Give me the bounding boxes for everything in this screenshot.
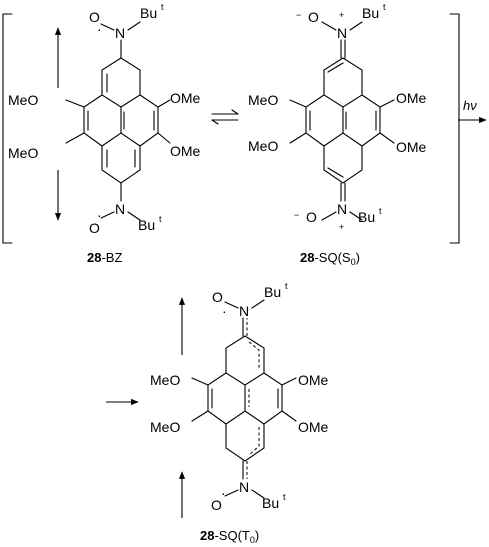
radical-dot: · [222, 303, 227, 319]
oxygen-label: O [89, 9, 100, 25]
butyl-label: Bu [264, 284, 281, 300]
caption-28-sq-t0: 28-SQ(T0) [200, 528, 259, 545]
methoxy-label: OMe [396, 139, 427, 155]
methoxy-label: MeO [248, 138, 278, 154]
quinoidal-skeleton [305, 57, 381, 184]
oxygen-label: O [89, 220, 100, 236]
nitrogen-label: N [239, 303, 249, 319]
methoxy-label: MeO [150, 419, 180, 435]
methoxy-label: OMe [170, 143, 201, 159]
methoxy-label: OMe [298, 372, 329, 388]
top-nitroxide: N O · Bu t [212, 281, 288, 319]
oxygen-label: O [308, 9, 319, 25]
molecule-28-bz: N O · Bu t N O · Bu t MeO MeO OMe OMe [8, 2, 201, 265]
negative-charge: − [294, 210, 299, 220]
left-bracket [2, 13, 13, 244]
tert-superscript: t [161, 2, 164, 12]
oxygen-label: O [212, 289, 223, 305]
bottom-nitrone: N + O − Bu t [294, 201, 382, 232]
positive-charge: + [339, 10, 344, 20]
butyl-label: Bu [262, 495, 279, 511]
radical-dot: · [221, 485, 226, 501]
equilibrium-arrows [211, 109, 239, 125]
caption-28-sq-s0: 28-SQ(S0) [300, 250, 360, 267]
tert-superscript: t [383, 2, 386, 12]
nitrogen-label: N [115, 201, 125, 217]
nitrogen-label: N [337, 25, 347, 41]
pyrene-skeleton [83, 57, 159, 184]
butyl-label: Bu [362, 5, 379, 21]
methoxy-label: OMe [298, 419, 329, 435]
methoxy-label: OMe [396, 90, 427, 106]
triplet-skeleton [207, 335, 283, 462]
photochemical-arrow: hν [458, 98, 487, 124]
top-nitroxide: N O · Bu t [89, 2, 164, 41]
negative-charge: − [296, 10, 301, 20]
methoxy-label: MeO [8, 92, 38, 108]
right-bracket [449, 13, 460, 244]
tert-superscript: t [159, 214, 162, 224]
caption-28-bz: 28-BZ [87, 250, 122, 265]
tert-superscript: t [285, 281, 288, 291]
molecule-28-sq-s0: N + O − Bu t N + O − Bu t MeO MeO OMe OM… [248, 2, 427, 267]
butyl-label: Bu [358, 209, 375, 225]
tert-superscript: t [283, 492, 286, 502]
methoxy-label: OMe [170, 90, 201, 106]
oxygen-label: O [306, 209, 317, 225]
molecule-28-sq-t0: N O · Bu t N O · Bu t MeO MeO OMe OMe 28… [150, 281, 329, 545]
nitrogen-label: N [337, 201, 347, 217]
methoxy-label: MeO [248, 92, 278, 108]
oxygen-label: O [211, 497, 222, 513]
bottom-nitroxide: N O · Bu t [211, 479, 286, 513]
hv-label: hν [463, 98, 477, 113]
tert-superscript: t [379, 206, 382, 216]
nitrogen-label: N [115, 25, 125, 41]
radical-dot: · [97, 21, 102, 37]
radical-dot: · [97, 207, 102, 223]
bottom-nitroxide: N O · Bu t [89, 201, 162, 236]
methoxy-label: MeO [150, 372, 180, 388]
butyl-label: Bu [138, 217, 155, 233]
top-nitrone: N + O − Bu t [296, 2, 386, 41]
nitrogen-label: N [239, 479, 249, 495]
methoxy-label: MeO [8, 145, 38, 161]
positive-charge: + [339, 222, 344, 232]
butyl-label: Bu [140, 5, 157, 21]
